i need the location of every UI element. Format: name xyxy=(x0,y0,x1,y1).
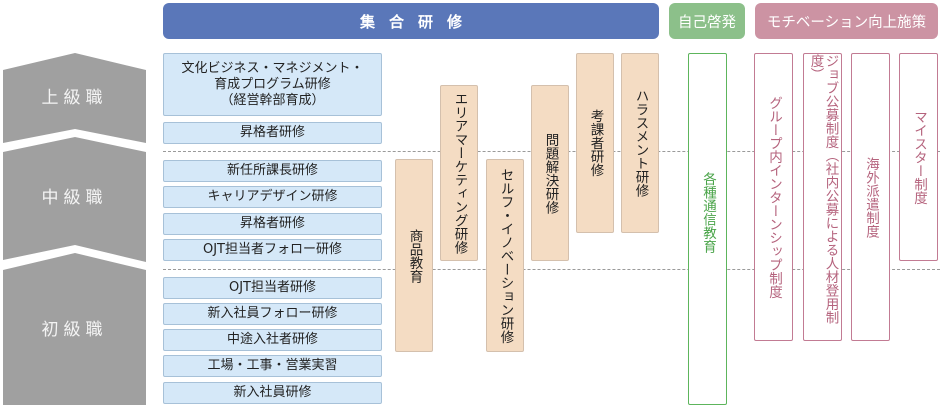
course-box: 新入社員フォロー研修 xyxy=(163,303,382,325)
motivation-column: マイスター制度 xyxy=(899,53,938,261)
level-divider-middle-junior xyxy=(163,269,940,270)
course-box: 中途入社者研修 xyxy=(163,329,382,351)
motivation-label: ジョブ公募制度（社内公募による人材登用制度） xyxy=(807,54,839,324)
motivation-column: 海外派遣制度 xyxy=(851,53,890,341)
course-box: 昇格者研修 xyxy=(163,122,382,144)
course-box: 新任所課長研修 xyxy=(163,160,382,182)
level-label-middle: 中級職 xyxy=(41,188,108,208)
cross-course-label: 考課者研修 xyxy=(587,109,604,177)
cross-course-column: 考課者研修 xyxy=(576,53,614,233)
course-box: 工場・工事・営業実習 xyxy=(163,355,382,377)
course-box: キャリアデザイン研修 xyxy=(163,186,382,208)
cross-course-label: ハラスメント研修 xyxy=(632,89,649,197)
header-group-training: 集合研修 xyxy=(163,3,659,39)
course-box: OJT担当者研修 xyxy=(163,277,382,299)
header-motivation: モチベーション向上施策 xyxy=(755,3,938,39)
cross-course-column: 問題解決研修 xyxy=(531,85,569,261)
cross-course-column: ハラスメント研修 xyxy=(621,53,659,233)
cross-course-column: セルフ・イノベーション研修 xyxy=(486,159,524,352)
cross-course-column: エリアマーケティング研修 xyxy=(440,85,478,261)
cross-course-label: 問題解決研修 xyxy=(542,132,559,214)
level-chevron-senior xyxy=(3,53,146,143)
course-box: 新入社員研修 xyxy=(163,382,382,404)
motivation-label: マイスター制度 xyxy=(911,109,927,205)
motivation-label: 海外派遣制度 xyxy=(863,156,879,238)
course-box: 文化ビジネス・マネジメント・ 育成プログラム研修 （経営幹部育成） xyxy=(163,53,382,116)
motivation-column: グループ内インターンシップ制度 xyxy=(754,53,793,341)
level-chevron-middle xyxy=(3,137,146,262)
course-box: 昇格者研修 xyxy=(163,213,382,235)
level-label-senior: 上級職 xyxy=(41,88,108,108)
course-box: OJT担当者フォロー研修 xyxy=(163,239,382,261)
cross-course-label: 商品教育 xyxy=(406,228,423,283)
motivation-column: ジョブ公募制度（社内公募による人材登用制度） xyxy=(803,53,842,341)
cross-course-column: 商品教育 xyxy=(395,159,433,352)
cross-course-label: セルフ・イノベーション研修 xyxy=(497,167,514,344)
cross-course-label: エリアマーケティング研修 xyxy=(451,92,468,254)
level-label-junior: 初級職 xyxy=(41,320,108,340)
level-chevron-junior xyxy=(3,253,146,405)
motivation-label: グループ内インターンシップ制度 xyxy=(766,95,782,299)
self-development-column: 各種通信教育 xyxy=(688,53,727,405)
self-development-label: 各種通信教育 xyxy=(700,172,716,253)
level-chevrons xyxy=(3,53,146,405)
header-self-development: 自己啓発 xyxy=(669,3,745,39)
